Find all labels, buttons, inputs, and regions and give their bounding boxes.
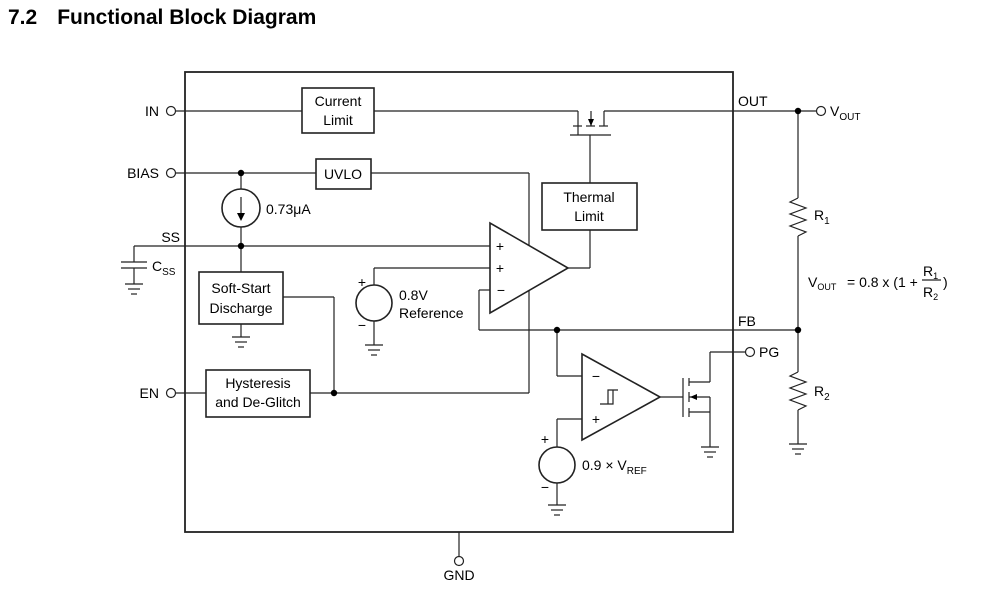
formula-close: ) bbox=[943, 274, 948, 290]
pin-gnd bbox=[453, 555, 465, 567]
thermal-limit-block bbox=[541, 182, 638, 231]
section-title: Functional Block Diagram bbox=[57, 6, 317, 29]
soft-start-discharge-block bbox=[198, 271, 284, 325]
pg-fet-arrow bbox=[690, 394, 697, 400]
junction-bias bbox=[237, 169, 245, 177]
pin-vout bbox=[815, 105, 827, 117]
current-limit-label-1: Current bbox=[315, 93, 362, 109]
hysteresis-block bbox=[205, 369, 311, 418]
pg-ref-label: 0.9 × VREF bbox=[582, 457, 647, 477]
vout-label: VOUT bbox=[830, 103, 860, 123]
current-source-arrow-icon bbox=[237, 213, 245, 221]
pin-pg-label: PG bbox=[759, 344, 779, 360]
pg-comp-plus: + bbox=[592, 411, 600, 427]
formula-body: = 0.8 x (1 + bbox=[847, 274, 918, 290]
error-amp-minus: − bbox=[497, 282, 505, 298]
section-number: 7.2 bbox=[8, 6, 38, 29]
r1-resistor bbox=[788, 197, 808, 237]
pin-fb-label: FB bbox=[738, 313, 756, 329]
pin-in-label: IN bbox=[145, 103, 159, 119]
junction-fb-pg bbox=[553, 326, 561, 334]
thermal-limit-label-2: Limit bbox=[574, 208, 604, 224]
reference-source bbox=[355, 284, 393, 322]
uvlo-label: UVLO bbox=[324, 166, 362, 182]
junction-fb bbox=[794, 326, 802, 334]
current-source-label: 0.73μA bbox=[266, 201, 311, 217]
error-amp-plus-2: + bbox=[496, 260, 504, 276]
error-amplifier bbox=[489, 221, 570, 315]
reference-label-2: Reference bbox=[399, 305, 464, 321]
thermal-limit-label-1: Thermal bbox=[563, 189, 614, 205]
vout-formula: VOUT = 0.8 x (1 + R1 R2 ) bbox=[808, 263, 948, 302]
formula-denominator: R2 bbox=[923, 284, 938, 302]
section-heading: 7.2 Functional Block Diagram bbox=[8, 6, 316, 30]
pin-en-label: EN bbox=[140, 385, 159, 401]
current-limit-block bbox=[301, 87, 375, 134]
formula-numerator: R1 bbox=[923, 263, 938, 281]
pin-pg bbox=[744, 346, 756, 358]
r2-label: R2 bbox=[814, 383, 830, 403]
error-amp-plus-1: + bbox=[496, 238, 504, 254]
hysteresis-label-2: and De-Glitch bbox=[215, 394, 301, 410]
pg-comparator bbox=[581, 352, 662, 442]
pin-in bbox=[165, 105, 177, 117]
pg-comp-minus: − bbox=[592, 368, 600, 384]
soft-start-label-1: Soft-Start bbox=[211, 280, 270, 296]
junction-ss bbox=[237, 242, 245, 250]
pin-gnd-label: GND bbox=[443, 567, 474, 583]
r1-label: R1 bbox=[814, 207, 830, 227]
r2-resistor bbox=[788, 371, 808, 411]
reference-label-1: 0.8V bbox=[399, 287, 428, 303]
junction-en bbox=[330, 389, 338, 397]
formula-prefix: VOUT bbox=[808, 274, 837, 292]
pin-ss-label: SS bbox=[161, 229, 180, 245]
junction-vout bbox=[794, 107, 802, 115]
soft-start-label-2: Discharge bbox=[209, 300, 272, 316]
hysteresis-label-1: Hysteresis bbox=[225, 375, 290, 391]
pg-ref-minus: − bbox=[541, 479, 549, 495]
pin-bias-label: BIAS bbox=[127, 165, 159, 181]
reference-minus: − bbox=[358, 317, 366, 333]
css-label: CSS bbox=[152, 258, 176, 278]
current-limit-label-2: Limit bbox=[323, 112, 353, 128]
pg-reference-source bbox=[538, 446, 576, 484]
fet-arrow bbox=[588, 119, 594, 126]
pin-bias bbox=[165, 167, 177, 179]
pg-ref-plus: + bbox=[541, 431, 549, 447]
pin-out-label: OUT bbox=[738, 93, 768, 109]
uvlo-block bbox=[315, 158, 372, 190]
hysteresis-icon bbox=[600, 389, 618, 405]
pin-en bbox=[165, 387, 177, 399]
reference-plus: + bbox=[358, 274, 366, 290]
